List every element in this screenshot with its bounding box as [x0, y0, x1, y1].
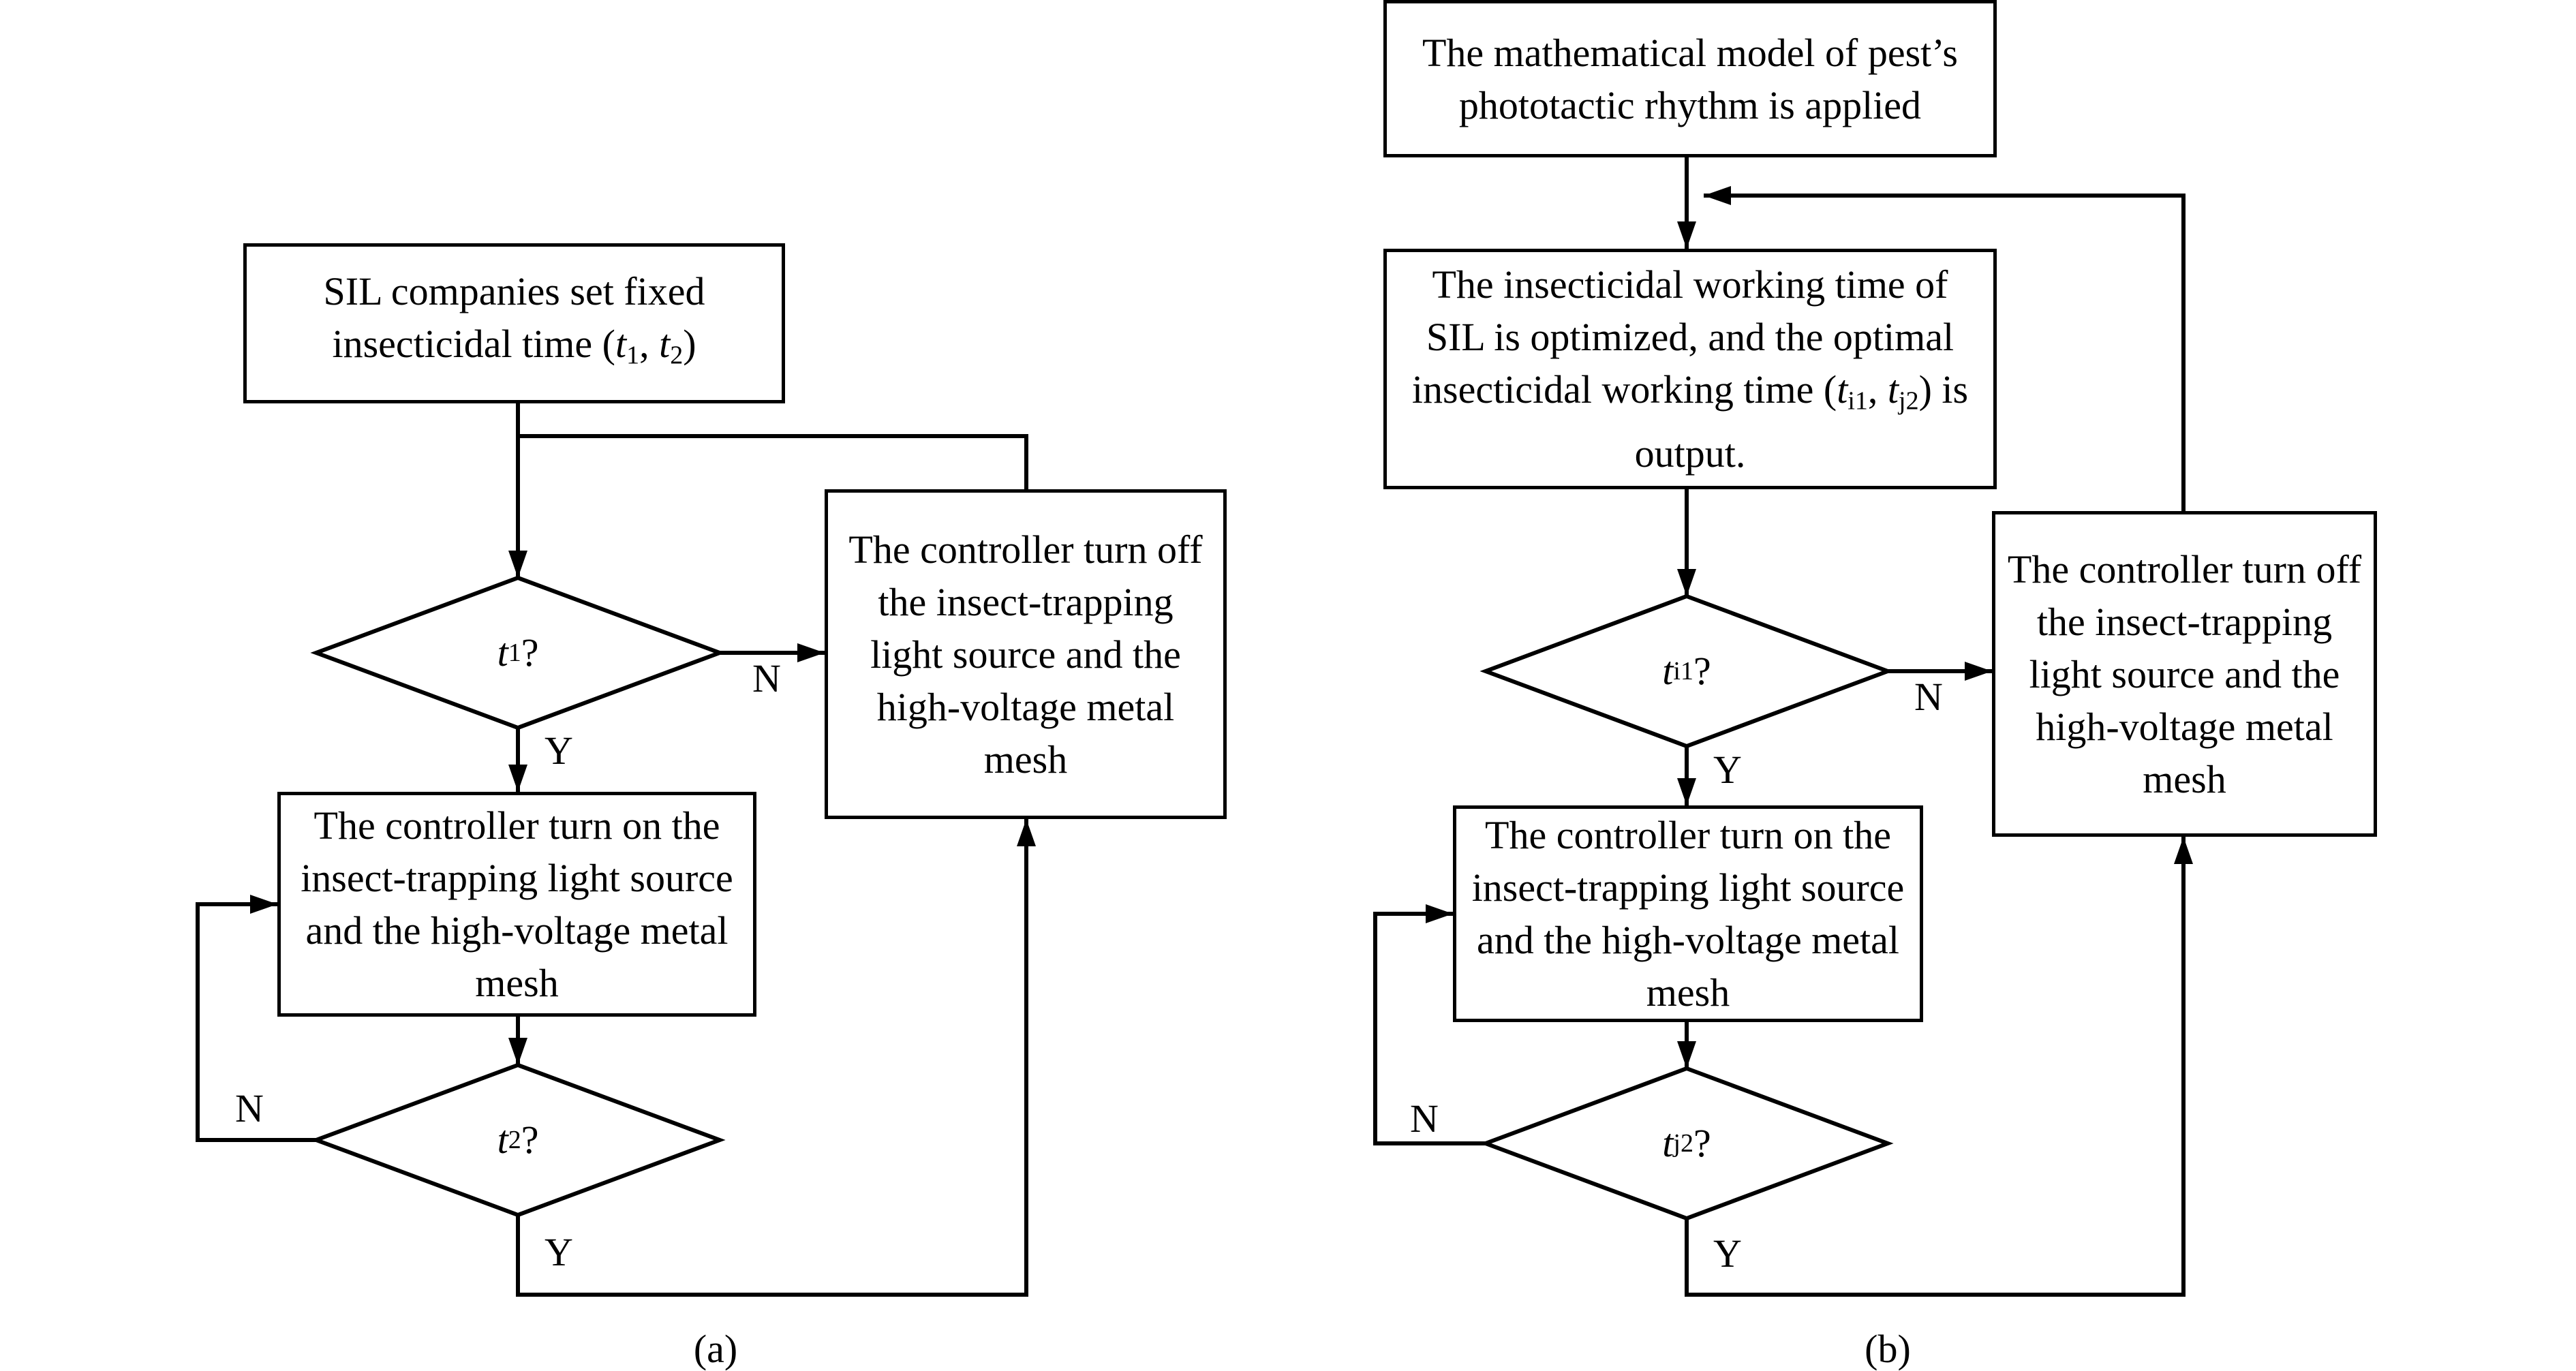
- off-box-a: The controller turn off the insect-trapp…: [825, 489, 1227, 819]
- start-box-a-line2: insecticidal time (t1, t2): [332, 318, 696, 382]
- symbol-sep: ,: [639, 321, 660, 366]
- decision-a-t2-sub: 2: [508, 1126, 521, 1154]
- connector-a-t2-yes: [516, 819, 1028, 1297]
- decision-b-ti1-q: ?: [1693, 649, 1711, 693]
- label-b-ti1-no: N: [1914, 675, 1943, 719]
- arrowhead-b-tj2: [1677, 1041, 1696, 1068]
- connector-b-tj2-yes: [1685, 837, 2186, 1297]
- decision-b-tj2-var: t: [1662, 1121, 1674, 1165]
- decision-a-t1-var: t: [497, 630, 508, 675]
- start-box-a-line2-post: ): [683, 321, 696, 366]
- label-a-t1-no: N: [752, 656, 781, 700]
- decision-a-t2-q: ?: [521, 1118, 539, 1162]
- arrowhead-a-off: [1017, 819, 1036, 846]
- decision-b-tj2-q: ?: [1693, 1121, 1711, 1165]
- symbol-t2-var: t: [659, 321, 671, 366]
- model-box-b: The mathematical model of pest’s photota…: [1383, 0, 1997, 157]
- symbol-t2-sub: 2: [670, 341, 684, 370]
- opt-box-b-post: ) is output.: [1634, 367, 1969, 476]
- arrowhead-b-off: [2174, 837, 2193, 864]
- caption-b: (b): [1865, 1327, 1911, 1371]
- arrowhead-a-t1-no: [797, 643, 825, 662]
- symbol-ti1-sub: i1: [1847, 386, 1868, 416]
- arrowhead-b-opt: [1677, 221, 1696, 249]
- decision-b-ti1-sub: i1: [1673, 657, 1693, 686]
- arrowhead-b-ti1-no: [1965, 662, 1992, 681]
- connector-b-tj2-no: [1373, 912, 1486, 1145]
- label-b-tj2-yes: Y: [1713, 1231, 1742, 1276]
- arrowhead-a-on-loop: [250, 895, 277, 914]
- start-box-a-line2-pre: insecticidal time (: [332, 321, 615, 366]
- label-a-t1-yes: Y: [545, 728, 573, 773]
- arrowhead-a-t2: [508, 1038, 527, 1065]
- decision-a-t1-sub: 1: [508, 638, 521, 667]
- symbol-t1-sub: 1: [626, 341, 640, 370]
- label-a-t2-no: N: [235, 1086, 264, 1130]
- label-b-ti1-yes: Y: [1713, 748, 1742, 792]
- decision-a-t1-q: ?: [521, 630, 539, 675]
- arrowhead-a-on: [508, 765, 527, 792]
- symbol-tj2-sub: j2: [1899, 386, 1919, 416]
- symbol-tj2-var: t: [1887, 367, 1899, 412]
- arrowhead-b-feedback: [1704, 186, 1731, 205]
- off-box-b: The controller turn off the insect-trapp…: [1992, 511, 2377, 837]
- start-box-a-line1: SIL companies set fixed: [323, 268, 705, 313]
- on-box-a: The controller turn on the insect-trappi…: [277, 792, 756, 1017]
- arrowhead-b-ti1: [1677, 569, 1696, 596]
- symbol-sep-b: ,: [1867, 367, 1888, 412]
- connector-a-loop-return: [518, 434, 1028, 489]
- label-b-tj2-no: N: [1410, 1096, 1439, 1141]
- arrowhead-b-on-loop: [1426, 904, 1453, 923]
- opt-box-b: The insecticidal working time of SIL is …: [1383, 249, 1997, 489]
- decision-a-t2-var: t: [497, 1118, 508, 1162]
- opt-box-b-pre: The insecticidal working time of SIL is …: [1411, 262, 1954, 412]
- decision-b-ti1-var: t: [1662, 649, 1674, 693]
- arrowhead-a-t1: [508, 551, 527, 578]
- symbol-ti1-var: t: [1837, 367, 1848, 412]
- label-a-t2-yes: Y: [545, 1230, 573, 1274]
- opt-box-b-text: The insecticidal working time of SIL is …: [1398, 258, 1982, 480]
- connector-a-t2-no: [196, 902, 316, 1142]
- connector-b-feedback: [1704, 194, 2186, 511]
- decision-b-tj2-sub: j2: [1673, 1129, 1693, 1158]
- on-box-b: The controller turn on the insect-trappi…: [1453, 805, 1923, 1022]
- start-box-a: SIL companies set fixed insecticidal tim…: [243, 243, 785, 403]
- arrowhead-b-on: [1677, 778, 1696, 805]
- symbol-t1-var: t: [615, 321, 627, 366]
- caption-a: (a): [693, 1327, 738, 1371]
